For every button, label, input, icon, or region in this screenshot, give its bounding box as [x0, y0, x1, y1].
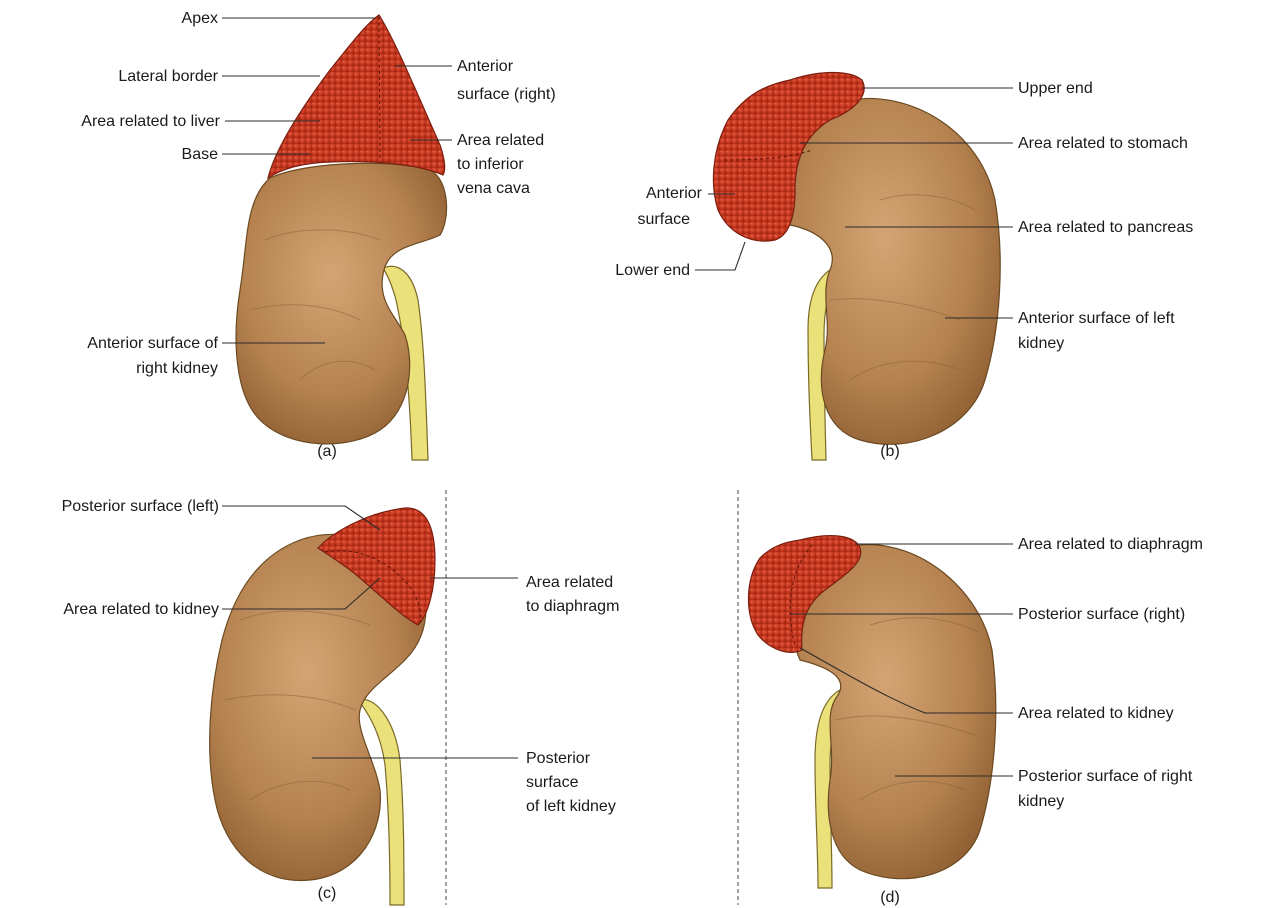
panel-b: Upper end Area related to stomach Anteri… — [615, 73, 1193, 461]
caption-c: (c) — [318, 885, 337, 902]
label-posterior-right: Posterior surface (right) — [1018, 606, 1185, 623]
label-area-kidney-d: Area related to kidney — [1018, 705, 1174, 722]
label-ivc-3: vena cava — [457, 180, 530, 197]
label-diaphragm-c-1: Area related — [526, 574, 613, 591]
label-base: Base — [182, 146, 219, 163]
label-kidney-c-2: surface — [526, 774, 579, 791]
label-area-stomach: Area related to stomach — [1018, 135, 1188, 152]
label-area-liver: Area related to liver — [81, 113, 220, 130]
label-anterior-right-2: surface (right) — [457, 86, 556, 103]
label-kidney-c-1: Posterior — [526, 750, 591, 767]
label-anterior-surface-1: Anterior — [646, 185, 703, 202]
lead-lower-end — [695, 242, 745, 270]
label-diaphragm-d: Area related to diaphragm — [1018, 536, 1203, 553]
label-area-pancreas: Area related to pancreas — [1018, 219, 1193, 236]
label-area-kidney-c: Area related to kidney — [63, 601, 219, 618]
label-kidney-a-2: right kidney — [136, 360, 218, 377]
label-ivc-1: Area related — [457, 132, 544, 149]
label-upper-end: Upper end — [1018, 80, 1093, 97]
label-anterior-right-1: Anterior — [457, 58, 514, 75]
caption-d: (d) — [880, 889, 900, 906]
label-kidney-d-1: Posterior surface of right — [1018, 768, 1193, 785]
label-kidney-b-2: kidney — [1018, 335, 1064, 352]
caption-a: (a) — [317, 443, 337, 460]
caption-b: (b) — [880, 443, 900, 460]
label-apex: Apex — [182, 10, 218, 27]
label-ivc-2: to inferior — [457, 156, 524, 173]
label-diaphragm-c-2: to diaphragm — [526, 598, 619, 615]
label-posterior-left: Posterior surface (left) — [62, 498, 219, 515]
label-anterior-surface-2: surface — [638, 211, 691, 228]
panel-c: Posterior surface (left) Area related to… — [62, 490, 620, 905]
label-kidney-b-1: Anterior surface of left — [1018, 310, 1175, 327]
panel-a: Apex Lateral border Area related to live… — [81, 10, 555, 460]
label-lateral-border: Lateral border — [118, 68, 218, 85]
label-lower-end: Lower end — [615, 262, 690, 279]
label-kidney-d-2: kidney — [1018, 793, 1064, 810]
label-kidney-c-3: of left kidney — [526, 798, 616, 815]
panel-d: Area related to diaphragm Posterior surf… — [738, 490, 1203, 906]
label-kidney-a-1: Anterior surface of — [87, 335, 218, 352]
